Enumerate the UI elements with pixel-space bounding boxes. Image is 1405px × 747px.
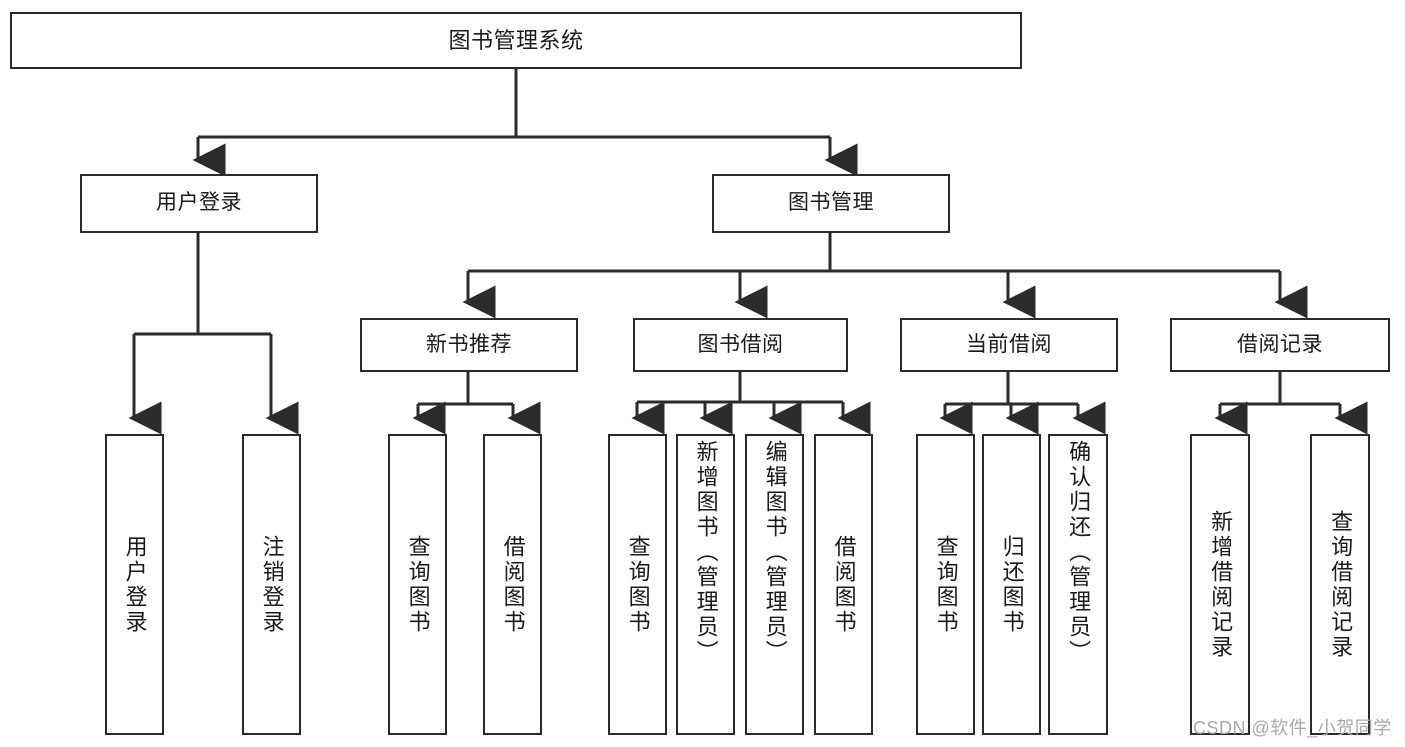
leaf-borrowrecord-add-record[interactable]: 新增借阅记录	[1190, 434, 1250, 735]
leaf-newbook-query-book-label: 查询图书	[405, 534, 431, 635]
leaf-borrowrecord-add-record-label: 新增借阅记录	[1208, 509, 1234, 660]
node-user-login-label: 用户登录	[156, 191, 242, 215]
leaf-newbook-query-book[interactable]: 查询图书	[388, 434, 447, 735]
node-current-borrow[interactable]: 当前借阅	[900, 318, 1118, 372]
leaf-bookborrow-borrow-book[interactable]: 借阅图书	[814, 434, 873, 735]
node-book-borrow-label: 图书借阅	[697, 332, 784, 356]
leaf-bookborrow-edit-book[interactable]: 编辑图书（管理员）	[745, 434, 804, 735]
leaf-bookborrow-add-book[interactable]: 新增图书（管理员）	[676, 434, 735, 735]
leaf-currentborrow-confirm-return-label: 确认归还（管理员）	[1066, 440, 1092, 665]
node-borrow-record-label: 借阅记录	[1237, 332, 1323, 356]
leaf-currentborrow-query-book[interactable]: 查询图书	[916, 434, 975, 735]
node-root[interactable]: 图书管理系统	[10, 12, 1022, 69]
leaf-newbook-borrow-book[interactable]: 借阅图书	[483, 434, 542, 735]
leaf-currentborrow-query-book-label: 查询图书	[933, 534, 959, 635]
leaf-currentborrow-return-book-label: 归还图书	[999, 534, 1025, 635]
leaf-logout-label: 注销登录	[259, 534, 285, 635]
leaf-borrowrecord-query-record[interactable]: 查询借阅记录	[1310, 434, 1370, 735]
leaf-bookborrow-query-book-label: 查询图书	[625, 534, 651, 635]
node-new-book-recommend[interactable]: 新书推荐	[360, 318, 578, 372]
leaf-user-login-label: 用户登录	[122, 534, 148, 635]
node-borrow-record[interactable]: 借阅记录	[1170, 318, 1390, 372]
leaf-currentborrow-confirm-return[interactable]: 确认归还（管理员）	[1048, 434, 1108, 735]
node-user-login[interactable]: 用户登录	[80, 174, 318, 233]
leaf-bookborrow-query-book[interactable]: 查询图书	[608, 434, 667, 735]
leaf-bookborrow-edit-book-label: 编辑图书（管理员）	[762, 440, 788, 665]
node-new-book-recommend-label: 新书推荐	[426, 332, 512, 356]
leaf-newbook-borrow-book-label: 借阅图书	[500, 534, 526, 635]
node-current-borrow-label: 当前借阅	[966, 332, 1052, 356]
node-root-label: 图书管理系统	[448, 27, 584, 53]
csdn-watermark: CSDN @软件_小贺同学	[1193, 718, 1392, 738]
leaf-bookborrow-add-book-label: 新增图书（管理员）	[693, 440, 719, 665]
leaf-user-login[interactable]: 用户登录	[105, 434, 164, 735]
leaf-currentborrow-return-book[interactable]: 归还图书	[982, 434, 1041, 735]
node-book-borrow[interactable]: 图书借阅	[633, 318, 848, 372]
leaf-logout[interactable]: 注销登录	[242, 434, 301, 735]
leaf-borrowrecord-query-record-label: 查询借阅记录	[1328, 509, 1354, 660]
leaf-bookborrow-borrow-book-label: 借阅图书	[831, 534, 857, 635]
node-book-manage[interactable]: 图书管理	[712, 174, 950, 233]
node-book-manage-label: 图书管理	[788, 191, 874, 215]
